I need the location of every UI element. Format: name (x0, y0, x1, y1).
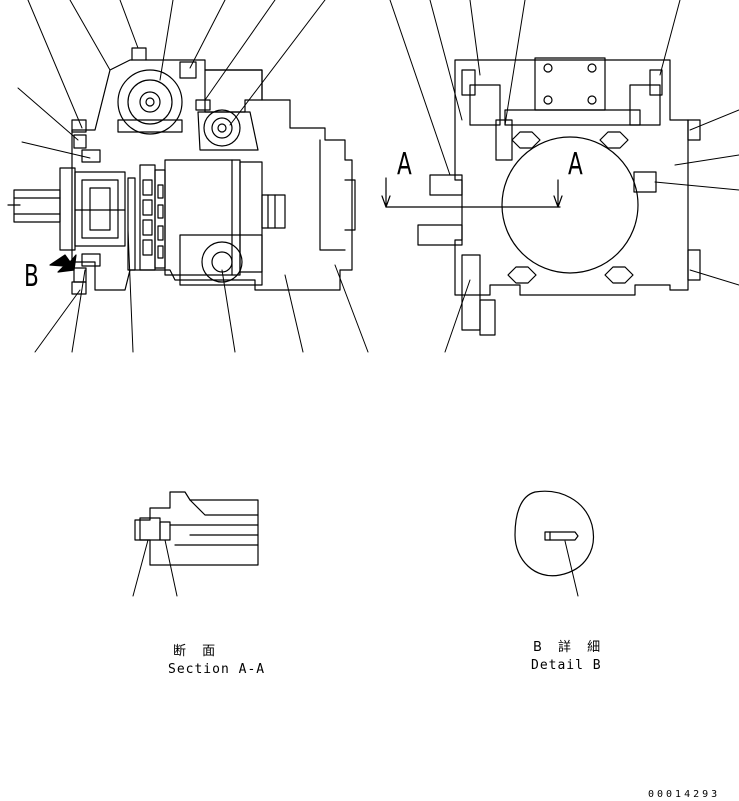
detail-b-caption-en: Detail B (531, 658, 602, 673)
detail-b-caption-jp: B 詳 細 (533, 640, 607, 655)
section-a-marker-left: A (397, 147, 412, 182)
detail-b (514, 490, 594, 597)
section-aa-caption-en: Section A-A (168, 662, 266, 677)
leader-lines-right (389, 0, 739, 353)
section-a-marker-right: A (568, 147, 583, 182)
section-aa-caption-jp: 断 面 (173, 644, 222, 659)
pump-side-view (7, 47, 356, 295)
view-b-marker: B (24, 259, 39, 294)
leader-lines-left (17, 0, 369, 353)
section-aa-detail (132, 491, 259, 597)
drawing-number: 00014293 (648, 789, 721, 800)
pump-end-view (381, 57, 701, 336)
